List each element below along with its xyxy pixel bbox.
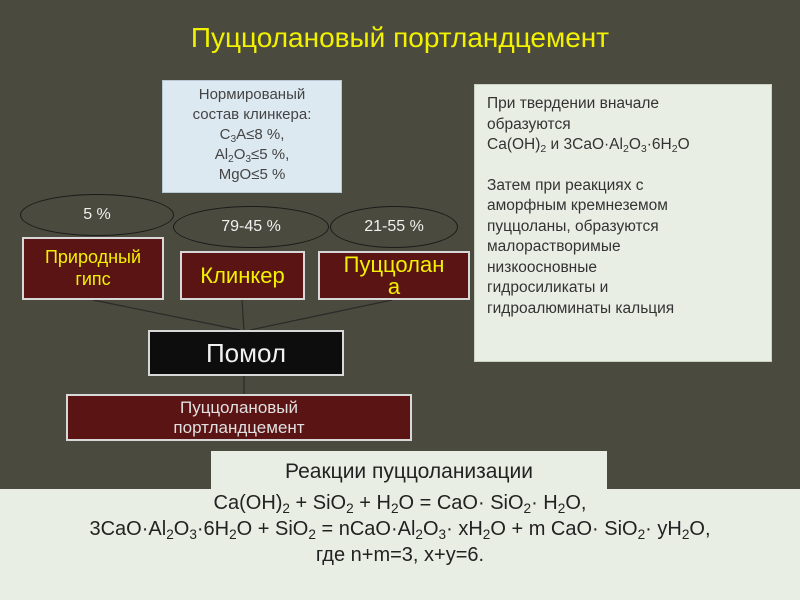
hardening-line-2: образуются [487, 115, 571, 133]
milling-label: Помол [205, 338, 287, 368]
c3a-limit: C3A≤8 %, [219, 126, 285, 146]
product-label-line-1: Пуццолановый [179, 398, 299, 417]
connector-gypsum-to-milling [92, 299, 241, 331]
pozzolan-percentage-ellipse: 21-55 % [330, 206, 458, 248]
hardening-para-line: низкоосновные [487, 258, 598, 276]
clinker-composition-heading-1: Нормированый [198, 86, 306, 103]
clinker-label: Клинкер [200, 263, 285, 288]
connector-pozzolan-to-milling [249, 299, 393, 331]
hardening-para-line: Затем при реакциях с [487, 176, 644, 194]
hardening-para-line: малорастворимые [487, 238, 621, 255]
clinker-box: Клинкер [180, 251, 305, 300]
clinker-composition-heading-2: состав клинкера: [192, 106, 312, 123]
clinker-composition-panel: Нормированый состав клинкера: C3A≤8 %, A… [162, 80, 342, 193]
gypsum-label-line-2: гипс [75, 269, 111, 289]
hardening-para-line: аморфным кремнеземом [487, 197, 668, 214]
pozzolan-box: Пуццолан а [318, 251, 470, 300]
reaction-equation-1: Ca(OH)2 + SiO2 + H2O = CaO· SiO2· H2O, [213, 492, 587, 517]
gypsum-percentage-ellipse: 5 % [20, 194, 174, 236]
reaction-equation-2: 3CaO·Al2O3·6H2O + SiO2 = nCaO·Al2O3· xH2… [89, 518, 711, 543]
mgo-limit: MgO≤5 % [218, 166, 286, 183]
slide-title: Пуццолановый портландцемент [190, 22, 610, 53]
hardening-panel: При твердении вначале образуются Ca(OH)2… [474, 84, 772, 362]
pozzolanic-portland-cement-box: Пуццолановый портландцемент [66, 394, 412, 441]
connector-clinker-to-milling [241, 299, 245, 331]
reactions-heading: Реакции пуццоланизации [211, 451, 607, 493]
pozzolan-percentage: 21-55 % [364, 218, 424, 235]
pozzolan-label-line-2: а [387, 274, 401, 299]
hardening-para-line: пуццоланы, образуются [487, 217, 659, 235]
hardening-para-line: гидросиликаты и [487, 279, 609, 296]
gypsum-label-line-1: Природный [44, 247, 142, 267]
hardening-products-formula: Ca(OH)2 и 3CaO·Al2O3·6H2O [487, 136, 690, 156]
gypsum-percentage: 5 % [83, 206, 111, 223]
clinker-percentage-ellipse: 79-45 % [173, 206, 329, 248]
reactions-panel: Ca(OH)2 + SiO2 + H2O = CaO· SiO2· H2O, 3… [0, 489, 800, 600]
product-label-line-2: портландцемент [173, 418, 305, 437]
hardening-para-line: гидроалюминаты кальция [487, 299, 675, 317]
clinker-percentage: 79-45 % [221, 218, 281, 235]
hardening-line-1: При твердении вначале [487, 95, 660, 112]
natural-gypsum-box: Природный гипс [22, 237, 164, 300]
milling-box: Помол [148, 330, 344, 376]
al2o3-limit: Al2O3≤5 %, [214, 146, 290, 166]
pozzolan-label-line-1: Пуццолан [343, 252, 445, 277]
reaction-conditions: где n+m=3, x+y=6. [315, 544, 485, 566]
